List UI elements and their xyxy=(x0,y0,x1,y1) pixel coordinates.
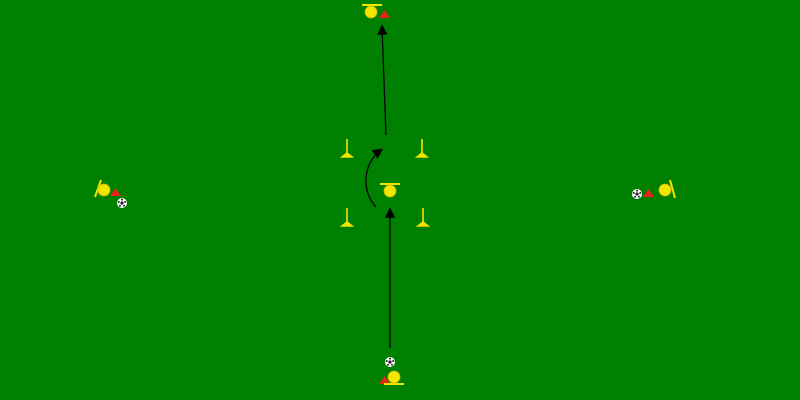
ball-icon xyxy=(117,198,127,208)
pole-icon xyxy=(339,139,355,158)
arrow-center-to-top xyxy=(377,24,388,136)
cone-icon xyxy=(379,376,390,384)
cones xyxy=(110,10,654,384)
player-icon xyxy=(94,179,111,198)
arrow-curved-run xyxy=(365,148,384,208)
ball-icon xyxy=(632,189,642,199)
cone-icon xyxy=(379,10,390,18)
pole-icon xyxy=(414,139,430,158)
player-icon xyxy=(658,179,676,199)
pole-icon xyxy=(339,208,355,227)
poles xyxy=(339,139,431,227)
player-icon xyxy=(380,183,400,198)
balls xyxy=(117,189,642,367)
player-icon xyxy=(384,370,404,385)
cone-icon xyxy=(110,188,121,196)
movement-arrows xyxy=(365,24,396,348)
ball-icon xyxy=(385,357,395,367)
players xyxy=(94,4,676,385)
player-icon xyxy=(362,4,382,19)
cone-icon xyxy=(643,189,654,197)
pole-icon xyxy=(415,208,431,227)
